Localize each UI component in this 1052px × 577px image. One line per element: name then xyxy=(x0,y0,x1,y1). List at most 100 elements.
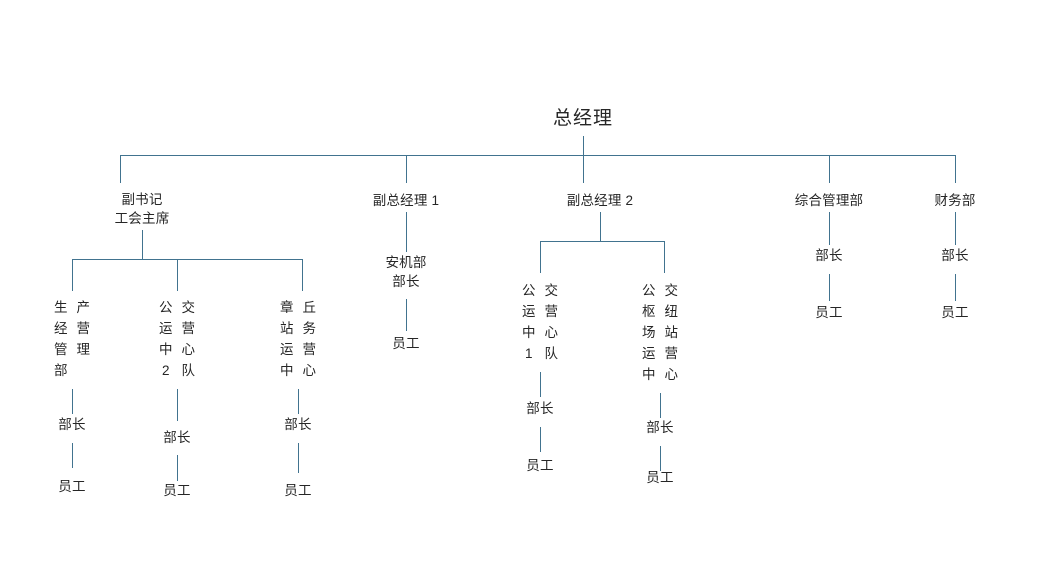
glyph: 中 xyxy=(642,367,656,382)
node-transit-operation-center-team2-col-left: 公 运 中 2 xyxy=(159,297,173,381)
glyph: 站 xyxy=(280,321,294,336)
glyph: 心 xyxy=(664,367,679,382)
node-deputy-secretary-line2: 工会主席 xyxy=(114,211,170,226)
glyph: 中 xyxy=(159,342,173,357)
glyph: 1 xyxy=(524,346,533,361)
node-safety-machinery-dept-director: 部长 xyxy=(392,274,420,289)
connector-drop-deputy-gm-2 xyxy=(583,155,585,183)
glyph: 丘 xyxy=(302,300,317,315)
glyph: 队 xyxy=(544,346,559,361)
node-team1-col-left: 公 运 中 1 xyxy=(522,280,536,364)
glyph: 理 xyxy=(76,342,91,357)
node-transit-operation-center-team2-col-right: 交 营 心 队 xyxy=(182,297,196,381)
node-production-dept-director[interactable]: 部长 xyxy=(58,417,86,432)
connector-production-dept-to-director xyxy=(72,389,74,414)
connector-branch-c-bus xyxy=(540,241,664,243)
node-safety-dept-staff[interactable]: 员工 xyxy=(392,336,420,351)
glyph: 心 xyxy=(544,325,559,340)
node-transit-operation-center-team2[interactable]: 公 运 中 2 交 营 心 队 xyxy=(159,297,195,381)
glyph: 营 xyxy=(664,346,679,361)
glyph: 营 xyxy=(76,321,91,336)
connector-team2-to-director xyxy=(177,389,179,421)
connector-drop-transit-hub-station-operation-center xyxy=(664,241,666,273)
node-hub-col-right: 交 纽 站 营 心 xyxy=(665,280,679,385)
glyph: 部 xyxy=(54,363,68,378)
connector-safety-dept-to-staff xyxy=(406,299,408,331)
glyph: 公 xyxy=(522,283,536,298)
glyph: 枢 xyxy=(642,304,656,319)
node-deputy-gm-1[interactable]: 副总经理 1 xyxy=(372,193,440,208)
node-transit-hub-station-operation-center[interactable]: 公 枢 场 运 中 交 纽 站 营 心 xyxy=(642,280,678,385)
connector-drop-finance-dept xyxy=(955,155,957,183)
node-zhangqiu-station-operation-center[interactable]: 章 站 运 中 丘 务 营 心 xyxy=(280,297,316,381)
connector-zhangqiu-director-to-staff xyxy=(298,443,300,473)
glyph: 心 xyxy=(302,363,317,378)
connector-hub-director-to-staff xyxy=(660,446,662,471)
connector-finance-director-to-staff xyxy=(955,274,957,301)
connector-drop-deputy-gm-1 xyxy=(406,155,408,183)
node-production-dept-staff[interactable]: 员工 xyxy=(58,479,86,494)
glyph: 运 xyxy=(280,342,294,357)
glyph: 2 xyxy=(161,363,170,378)
glyph: 运 xyxy=(522,304,536,319)
glyph: 经 xyxy=(54,321,68,336)
glyph: 中 xyxy=(522,325,536,340)
node-production-operation-mgmt-dept-col-left: 生 经 管 部 xyxy=(54,297,68,381)
connector-deputy-secretary-down xyxy=(142,230,144,259)
node-transit-operation-center-team1[interactable]: 公 运 中 1 交 营 心 队 xyxy=(522,280,558,364)
node-finance-staff[interactable]: 员工 xyxy=(941,305,969,320)
node-team2-director[interactable]: 部长 xyxy=(163,430,191,445)
connector-team2-director-to-staff xyxy=(177,455,179,481)
glyph: 务 xyxy=(302,321,317,336)
glyph: 章 xyxy=(280,300,294,315)
connector-branch-a-bus xyxy=(72,259,303,261)
node-safety-machinery-dept[interactable]: 安机部 部长 xyxy=(385,253,426,291)
glyph: 公 xyxy=(642,283,656,298)
node-finance-dept[interactable]: 财务部 xyxy=(934,193,976,208)
node-hub-col-left: 公 枢 场 运 中 xyxy=(642,280,656,385)
glyph: 交 xyxy=(181,300,196,315)
connector-drop-general-admin-dept xyxy=(829,155,831,183)
glyph: 产 xyxy=(76,300,91,315)
connector-drop-zhangqiu-station-operation-center xyxy=(302,259,304,291)
node-deputy-secretary[interactable]: 副书记 工会主席 xyxy=(115,190,170,228)
glyph: 管 xyxy=(54,342,68,357)
connector-drop-deputy-secretary xyxy=(120,155,122,183)
glyph: 中 xyxy=(280,363,294,378)
node-general-admin-staff[interactable]: 员工 xyxy=(815,305,843,320)
glyph: 站 xyxy=(664,325,679,340)
node-general-admin-dept[interactable]: 综合管理部 xyxy=(794,193,864,208)
glyph: 队 xyxy=(181,363,196,378)
connector-level2-bus xyxy=(120,155,956,157)
node-finance-director[interactable]: 部长 xyxy=(941,248,969,263)
glyph: 纽 xyxy=(664,304,679,319)
glyph: 营 xyxy=(544,304,559,319)
node-deputy-gm-2[interactable]: 副总经理 2 xyxy=(566,193,634,208)
connector-drop-transit-operation-center-team1 xyxy=(540,241,542,273)
glyph: 交 xyxy=(544,283,559,298)
node-hub-director[interactable]: 部长 xyxy=(646,420,674,435)
node-team2-staff[interactable]: 员工 xyxy=(163,483,191,498)
node-production-operation-mgmt-dept[interactable]: 生 经 管 部 产 营 理 xyxy=(54,297,90,381)
glyph: 营 xyxy=(302,342,317,357)
connector-production-director-to-staff xyxy=(72,443,74,468)
node-team1-staff[interactable]: 员工 xyxy=(526,458,554,473)
node-zhangqiu-staff[interactable]: 员工 xyxy=(284,483,312,498)
node-hub-staff[interactable]: 员工 xyxy=(646,470,674,485)
node-general-admin-director[interactable]: 部长 xyxy=(815,248,843,263)
glyph: 心 xyxy=(181,342,196,357)
node-safety-machinery-dept-name: 安机部 xyxy=(385,255,427,270)
node-general-manager[interactable]: 总经理 xyxy=(552,108,614,129)
connector-finance-down xyxy=(955,212,957,245)
node-production-operation-mgmt-dept-col-right: 产 营 理 xyxy=(77,297,91,381)
connector-hub-to-director xyxy=(660,393,662,418)
node-team1-director[interactable]: 部长 xyxy=(526,401,554,416)
node-zhangqiu-director[interactable]: 部长 xyxy=(284,417,312,432)
connector-team1-to-director xyxy=(540,372,542,397)
glyph: 营 xyxy=(181,321,196,336)
glyph: 公 xyxy=(159,300,173,315)
glyph: 运 xyxy=(159,321,173,336)
connector-general-admin-director-to-staff xyxy=(829,274,831,301)
glyph: 场 xyxy=(642,325,656,340)
connector-drop-production-operation-mgmt-dept xyxy=(72,259,74,291)
